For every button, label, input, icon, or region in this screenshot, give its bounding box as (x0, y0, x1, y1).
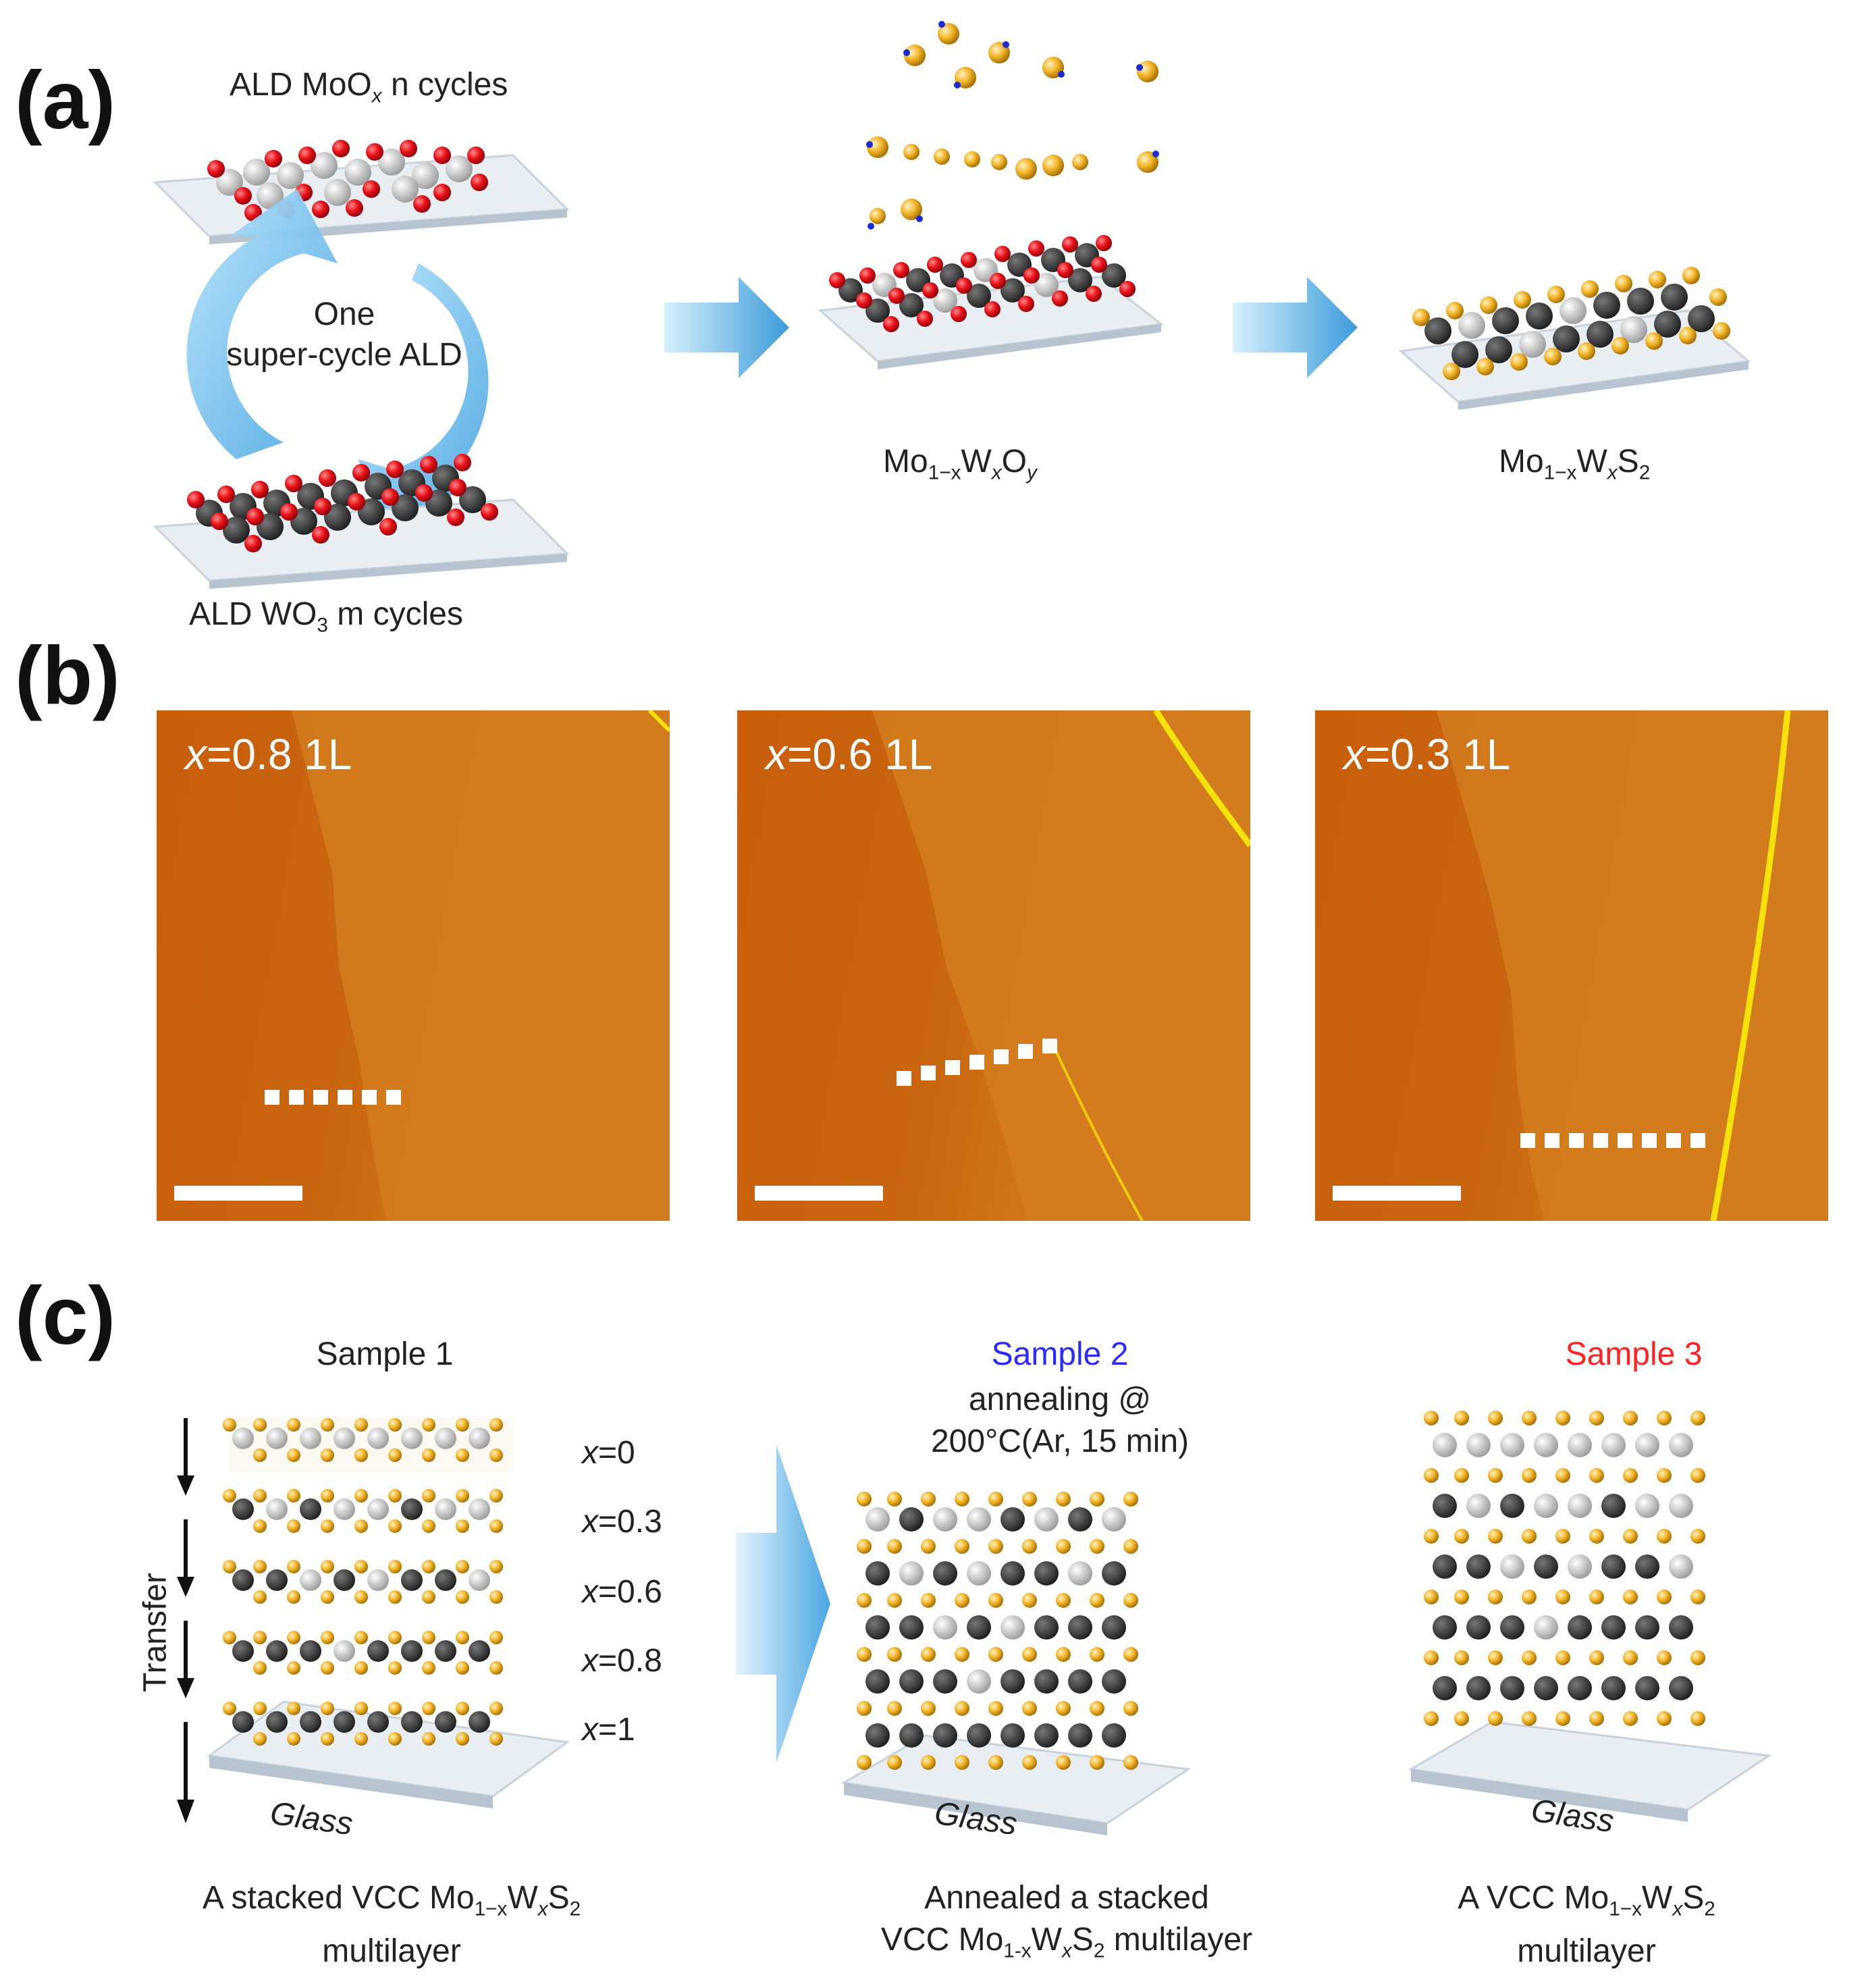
process-arrow-2 (1233, 277, 1358, 378)
mixed-oxide-film-diagram (818, 21, 1164, 369)
vcc-layers (1424, 1411, 1705, 1726)
layer-label-x08: x=0.8 (582, 1643, 662, 1679)
sample2-cube-diagram (841, 1492, 1192, 1835)
afm-image-x08: x=0.8 1L (157, 710, 670, 1221)
mixed-oxide-label: Mo1−xWxOy (883, 444, 1037, 484)
layer-label-x1: x=1 (582, 1712, 635, 1748)
scale-bar (174, 1186, 302, 1201)
layer-label-x0: x=0 (582, 1435, 635, 1471)
panel-label-c: (c) (15, 1270, 116, 1361)
transfer-label: Transfer (137, 1573, 174, 1692)
mixed-sulfide-label: Mo1−xWxS2 (1499, 444, 1651, 484)
layer-label-x06: x=0.6 (582, 1574, 662, 1610)
caption-sample1: A stacked VCC Mo1−xWxS2 multilayer (202, 1880, 581, 1969)
moox-cycles-label: ALD MoOx n cycles (230, 67, 508, 107)
panel-label-b: (b) (15, 629, 120, 721)
anneal-arrow (736, 1445, 830, 1762)
afm-label-x08: x=0.8 1L (185, 730, 352, 779)
process-arrow-1 (664, 277, 789, 378)
afm-label-x03: x=0.3 1L (1343, 730, 1511, 779)
afm-image-x06: x=0.6 1L (737, 710, 1250, 1221)
super-cycle-label: One super-cycle ALD (226, 296, 462, 373)
caption-sample2: Annealed a stacked VCC Mo1-xWxS2 multila… (880, 1880, 1253, 1962)
sample2-title: Sample 2 (991, 1336, 1129, 1372)
annealed-layers (857, 1492, 1138, 1770)
scale-bar (1333, 1186, 1461, 1201)
sample3-title: Sample 3 (1565, 1336, 1703, 1372)
scale-bar (755, 1186, 883, 1201)
sample1-title: Sample 1 (316, 1336, 454, 1372)
mixed-sulfide-film-diagram (1398, 267, 1751, 410)
afm-image-x03: x=0.3 1L (1315, 710, 1828, 1221)
mixed-oxide-atoms (829, 235, 1136, 332)
transfer-arrows (177, 1418, 194, 1823)
h2s-molecules (866, 21, 1159, 230)
stack-layers (223, 1418, 503, 1746)
panel-label-a: (a) (15, 54, 116, 146)
layer-label-x03: x=0.3 (582, 1504, 662, 1540)
wo3-cycles-label: ALD WO3 m cycles (189, 596, 463, 637)
sample1-stack-diagram (207, 1418, 570, 1808)
caption-sample3: A VCC Mo1−xWxS2 multilayer (1458, 1880, 1715, 1969)
annealing-conditions: annealing @ 200°C(Ar, 15 min) (930, 1382, 1189, 1459)
sample3-cube-diagram (1408, 1411, 1772, 1822)
mixed-sulfide-atoms (1412, 267, 1730, 380)
super-cycle-ald-diagram (153, 140, 570, 589)
afm-label-x06: x=0.6 1L (766, 730, 933, 779)
wo3-molecules (187, 454, 498, 552)
moox-molecules (207, 140, 488, 221)
